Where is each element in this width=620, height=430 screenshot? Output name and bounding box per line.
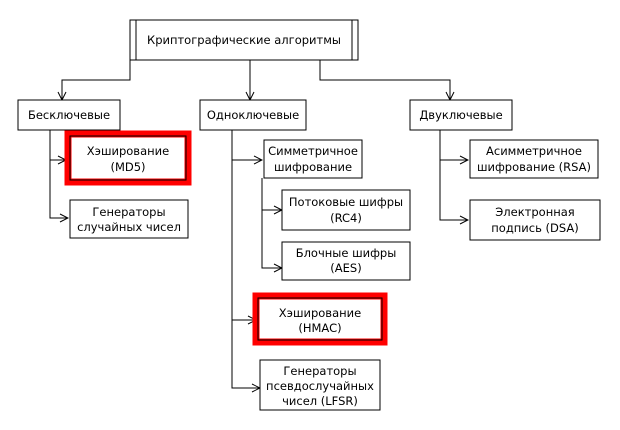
node-stream-ciphers: Потоковые шифры (RC4) [281,189,411,231]
node-hmac-hashing: Хэширование (HMAC) [252,292,388,346]
node-block-line-2: (AES) [330,261,361,275]
node-stream-line-2: (RC4) [330,211,362,225]
node-symmetric-line-1: Симметричное [268,144,358,158]
node-symmetric-line-2: шифрование [274,160,352,174]
connector-twokey-rsa [439,130,468,160]
category-keyless: Бесключевые [17,99,121,131]
connectors [49,60,468,388]
connector-symmetric-aes [261,210,282,268]
connector-root-twokey [319,60,450,100]
category-two-key: Двуключевые [409,99,513,131]
node-block-line-1: Блочные шифры [296,246,397,260]
node-prng-line-3: чисел (LFSR) [282,394,358,408]
node-md5-hashing: Хэширование (MD5) [64,130,192,186]
category-keyless-label: Бесключевые [28,108,110,122]
node-md5-line-1: Хэширование [87,144,169,158]
category-single-key-label: Одноключевые [207,108,299,122]
node-prng: Генераторы псевдослучайных чисел (LFSR) [259,359,381,411]
node-rng-line-1: Генераторы [92,205,165,219]
connector-keyless-md5 [49,130,66,160]
connector-singlekey-prng [231,320,260,388]
category-two-key-label: Двуключевые [419,108,502,122]
node-block-ciphers: Блочные шифры (AES) [281,241,411,281]
connector-twokey-dsa [439,160,468,220]
connector-symmetric-rc4 [261,178,282,210]
node-md5-line-2: (MD5) [110,160,145,174]
node-stream-line-1: Потоковые шифры [289,195,403,209]
node-symmetric-encryption: Симметричное шифрование [263,139,363,179]
node-rng-line-2: случайных чисел [77,220,181,234]
node-hmac-line-1: Хэширование [279,306,361,320]
node-prng-line-1: Генераторы [283,364,356,378]
node-prng-line-2: псевдослучайных [266,379,374,393]
node-dsa-line-1: Электронная [495,205,574,219]
node-rsa-line-1: Асимметричное [486,144,582,158]
connector-singlekey-hmac [231,160,256,320]
node-hmac-line-2: (HMAC) [298,321,341,335]
node-rsa-line-2: шифрование (RSA) [477,160,591,174]
category-single-key: Одноключевые [199,99,307,131]
connector-singlekey-symmetric [231,130,262,160]
connector-root-keyless [62,60,131,100]
root-node: Криптографические алгоритмы [129,19,359,61]
node-random-generators: Генераторы случайных чисел [69,199,189,239]
node-digital-signature: Электронная подпись (DSA) [469,199,601,241]
connector-keyless-rng [49,160,68,218]
node-asymmetric-encryption: Асимметричное шифрование (RSA) [469,139,599,179]
root-label: Криптографические алгоритмы [147,33,341,47]
node-dsa-line-2: подпись (DSA) [491,221,578,235]
